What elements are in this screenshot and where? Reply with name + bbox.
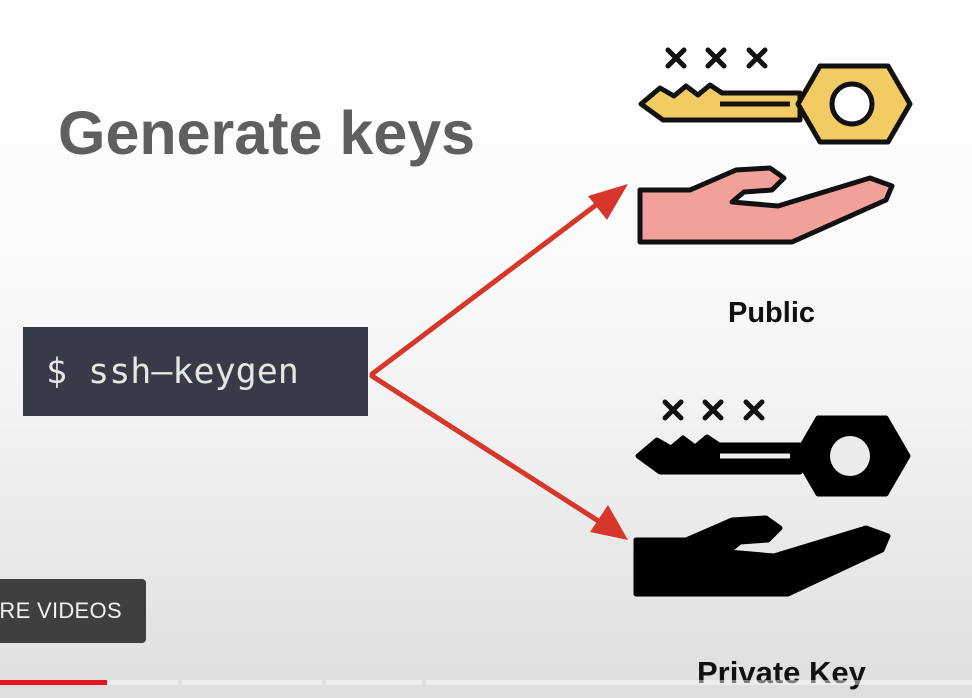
arrow-to-private	[369, 373, 628, 540]
private-key-label: Private Key	[697, 655, 866, 690]
chapter-segment[interactable]	[182, 680, 322, 685]
terminal-command: $ ssh–keygen	[46, 351, 299, 392]
public-hand-icon	[637, 165, 895, 245]
video-progress-bar[interactable]	[0, 680, 972, 685]
terminal-command-box: $ ssh–keygen	[23, 327, 368, 416]
arrow-to-public	[369, 184, 628, 377]
more-videos-label: ORE VIDEOS	[0, 598, 122, 623]
private-key-icon	[635, 415, 911, 497]
public-asterisks-icon	[665, 47, 768, 69]
private-hand-icon	[633, 515, 891, 597]
chapter-segment[interactable]	[426, 680, 972, 685]
public-key-icon	[638, 63, 913, 145]
public-key-label: Public	[728, 297, 816, 329]
progress-played	[0, 680, 107, 685]
private-asterisks-icon	[662, 399, 765, 421]
slide-title: Generate keys	[58, 99, 476, 167]
chapter-segment[interactable]	[326, 680, 422, 685]
more-videos-button[interactable]: ORE VIDEOS	[0, 579, 146, 643]
